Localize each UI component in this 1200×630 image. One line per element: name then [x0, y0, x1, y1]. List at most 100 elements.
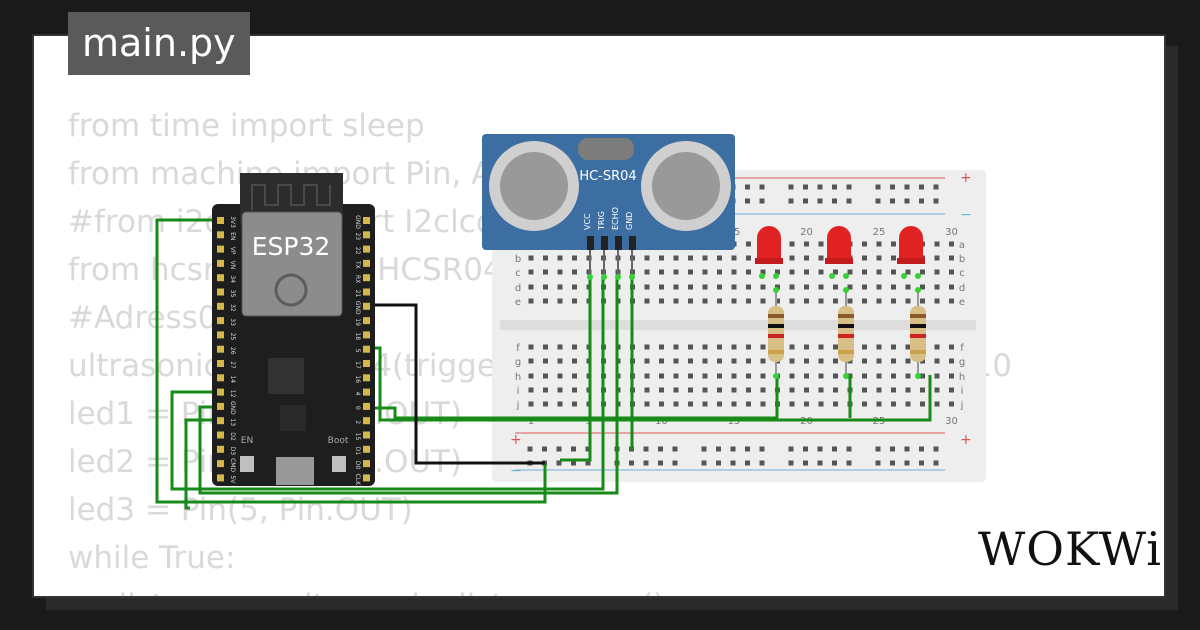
esp32-pin[interactable]: [217, 231, 224, 239]
en-button[interactable]: [240, 456, 254, 472]
esp32-pin[interactable]: [363, 288, 370, 296]
esp32-pin[interactable]: [363, 245, 370, 253]
esp32-pin[interactable]: [217, 417, 224, 425]
esp32-pin[interactable]: [363, 431, 370, 439]
rail-hole: [919, 446, 924, 452]
rail-hole: [730, 460, 736, 466]
breadboard-hole: [862, 358, 867, 364]
esp32-pin[interactable]: [363, 374, 370, 382]
rail-hole: [672, 460, 678, 466]
breadboard-hole: [833, 401, 838, 407]
breadboard-hole: [659, 373, 664, 379]
esp32-pin[interactable]: [217, 317, 224, 325]
esp32-pin[interactable]: [217, 388, 224, 396]
pin-label: RX: [354, 275, 361, 283]
breadboard-hole: [673, 269, 679, 275]
led-body: [757, 226, 781, 262]
sensor-pin[interactable]: [601, 236, 608, 250]
esp32-pin[interactable]: [363, 274, 370, 282]
bottom-plus-label: +: [510, 432, 522, 448]
breadboard-hole: [746, 344, 751, 350]
esp32-pin[interactable]: [363, 417, 370, 425]
esp32-pin[interactable]: [363, 460, 370, 468]
esp32-pin[interactable]: [217, 374, 224, 382]
breadboard-hole: [920, 373, 925, 379]
esp32-pin[interactable]: [363, 317, 370, 325]
esp32-pin[interactable]: [217, 331, 224, 339]
breadboard-hole: [644, 401, 650, 407]
resistor-1[interactable]: [768, 287, 784, 379]
breadboard-hole: [891, 269, 896, 275]
esp32-pin[interactable]: [363, 345, 370, 353]
esp32-pin[interactable]: [217, 274, 224, 282]
esp32-pin[interactable]: [217, 460, 224, 468]
esp32-pin[interactable]: [217, 217, 224, 224]
esp32-pin[interactable]: [217, 445, 224, 453]
led-1[interactable]: [755, 226, 783, 279]
pin-label: 19: [354, 318, 361, 326]
esp32-pin[interactable]: [217, 402, 224, 410]
esp32-pin[interactable]: [363, 445, 370, 453]
esp32-pin[interactable]: [217, 302, 224, 310]
led-3[interactable]: [897, 226, 925, 279]
esp32-pin[interactable]: [217, 474, 224, 482]
esp32-pin[interactable]: [363, 331, 370, 339]
esp32-pin[interactable]: [363, 360, 370, 367]
breadboard-hole: [920, 284, 925, 290]
esp32-board[interactable]: ESP32 EN Boot 3V3ENVPVN34353233252627141…: [212, 173, 375, 486]
breadboard-hole: [659, 401, 664, 407]
esp32-pin[interactable]: [217, 360, 224, 367]
breadboard-hole: [528, 387, 534, 393]
esp32-pin[interactable]: [363, 259, 370, 267]
breadboard-hole: [543, 298, 548, 304]
esp32-pin[interactable]: [363, 217, 370, 224]
breadboard-hole: [862, 387, 867, 393]
breadboard-hole: [934, 269, 940, 275]
esp32-pin[interactable]: [363, 388, 370, 396]
row-letter: b: [959, 254, 965, 265]
resistor-3[interactable]: [910, 287, 926, 379]
breadboard-hole: [876, 284, 882, 290]
sensor-pin[interactable]: [629, 236, 636, 250]
esp32-pin[interactable]: [363, 231, 370, 239]
breadboard-hole: [934, 255, 940, 261]
esp32-pin[interactable]: [217, 345, 224, 353]
breadboard-hole: [528, 284, 534, 290]
breadboard-hole: [876, 298, 882, 304]
esp32-pin[interactable]: [217, 259, 224, 267]
breadboard-hole: [572, 255, 577, 261]
breadboard-hole: [876, 373, 882, 379]
esp32-pin[interactable]: [217, 288, 224, 296]
sensor-pin[interactable]: [615, 236, 622, 250]
boot-label: Boot: [328, 436, 349, 446]
rail-hole: [933, 446, 939, 452]
breadboard-hole: [659, 387, 664, 393]
esp32-pin[interactable]: [217, 431, 224, 439]
rail-hole: [745, 184, 750, 190]
esp32-pin[interactable]: [217, 245, 224, 253]
sensor-pin[interactable]: [587, 236, 594, 250]
wire-vcc-drop: [560, 278, 592, 462]
boot-button[interactable]: [332, 456, 346, 472]
esp32-pin[interactable]: [363, 474, 370, 482]
led-2[interactable]: [825, 226, 853, 279]
rail-hole: [832, 460, 837, 466]
resistor-2[interactable]: [838, 287, 854, 379]
rail-hole: [832, 446, 837, 452]
esp32-module-shield: [241, 211, 343, 317]
esp32-pin[interactable]: [363, 302, 370, 310]
breadboard-hole: [920, 401, 925, 407]
breadboard-hole: [644, 255, 650, 261]
code-line: while True:: [68, 540, 236, 576]
breadboard-hole: [804, 373, 809, 379]
breadboard-hole: [644, 358, 650, 364]
resistor-contact: [773, 373, 779, 379]
breadboard-hole: [862, 344, 867, 350]
file-tab[interactable]: main.py: [68, 12, 250, 75]
esp32-pin[interactable]: [363, 402, 370, 410]
rail-hole: [933, 198, 939, 204]
breadboard-hole: [920, 298, 925, 304]
breadboard-hole: [891, 358, 896, 364]
breadboard-hole: [949, 401, 954, 407]
